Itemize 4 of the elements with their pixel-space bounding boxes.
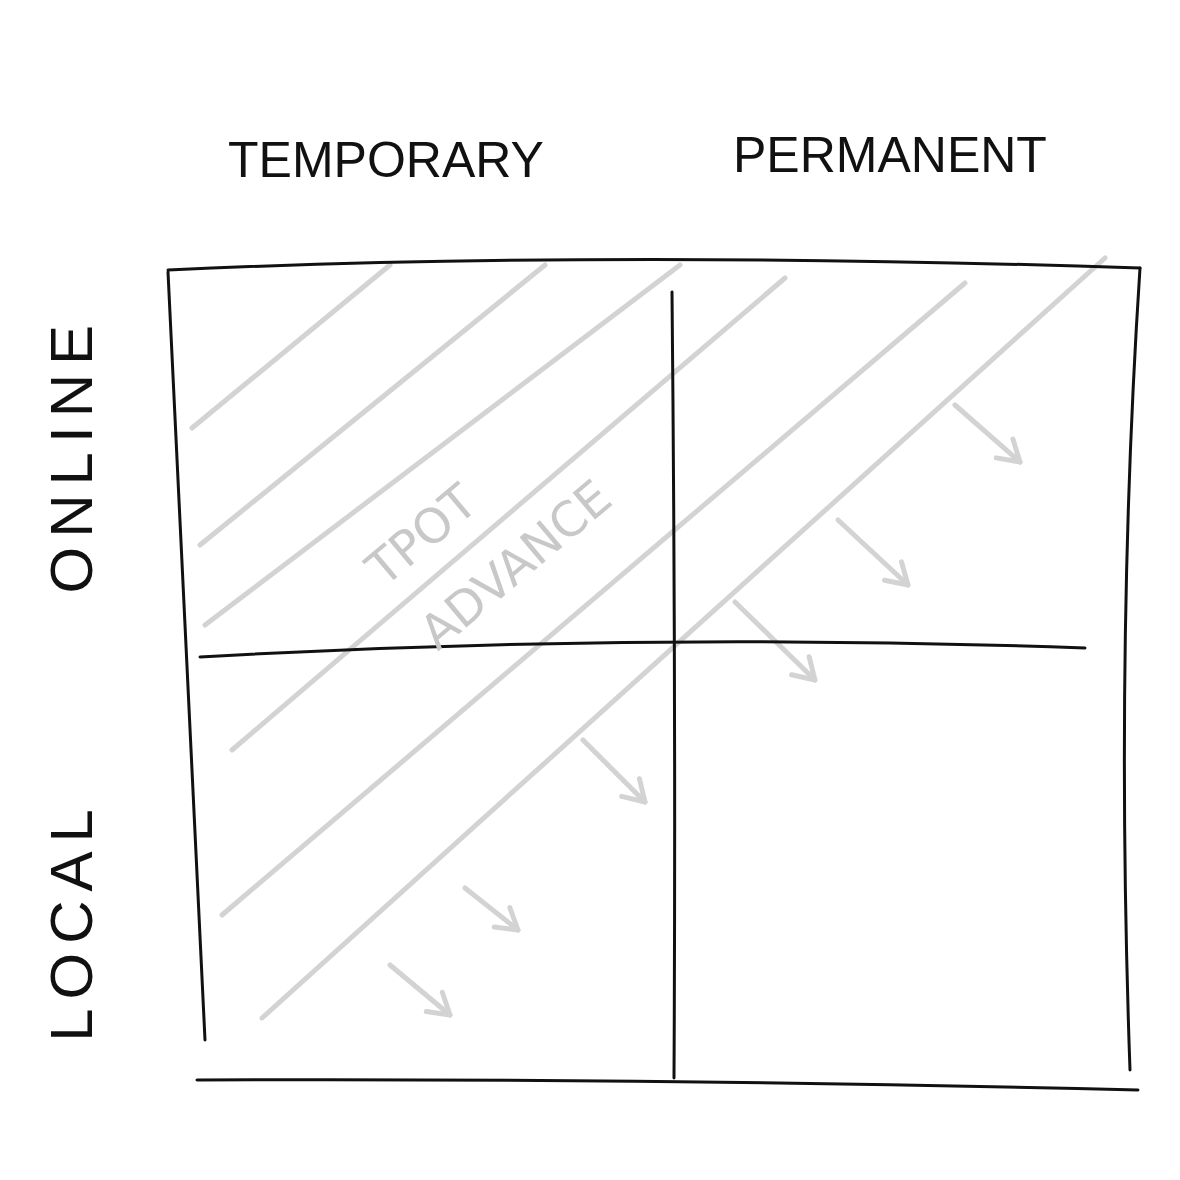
row-heading: ONLINE bbox=[42, 316, 102, 594]
row-heading: LOCAL bbox=[42, 800, 102, 1042]
column-heading: PERMANENT bbox=[733, 130, 1047, 180]
column-heading: TEMPORARY bbox=[228, 135, 544, 185]
